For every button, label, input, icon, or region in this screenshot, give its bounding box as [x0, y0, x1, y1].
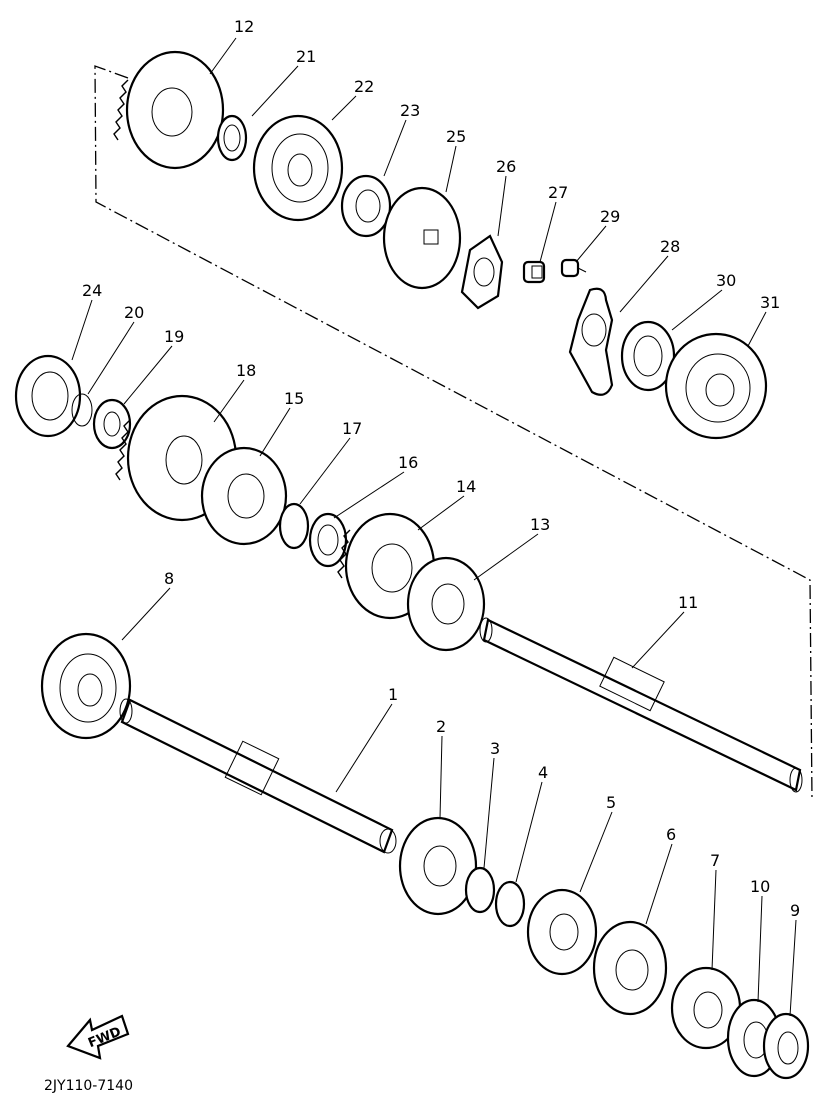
part-4-circlip — [494, 880, 526, 928]
part-label: 30 — [716, 271, 736, 290]
part-label: 12 — [234, 17, 254, 36]
part-label: 28 — [660, 237, 680, 256]
part-26-lock-washer — [460, 234, 504, 310]
part-27-bolt — [522, 260, 546, 284]
part-label: 20 — [124, 303, 144, 322]
part-24-bearing — [14, 354, 82, 438]
part-label: 19 — [164, 327, 184, 346]
fwd-arrow-icon: FWD — [66, 1014, 130, 1060]
part-label: 17 — [342, 419, 362, 438]
drawing-code: 2JY110-7140 — [44, 1078, 133, 1094]
part-label: 14 — [456, 477, 476, 496]
part-label: 29 — [600, 207, 620, 226]
part-8-bearing — [40, 632, 132, 740]
part-label: 31 — [760, 293, 780, 312]
part-25-sprocket — [382, 186, 462, 290]
part-11-drive-axle — [479, 617, 803, 793]
part-13-gear — [406, 556, 486, 652]
part-21-washer — [216, 114, 248, 162]
part-15-gear — [200, 446, 288, 546]
part-label: 9 — [790, 901, 800, 920]
part-label: 22 — [354, 77, 374, 96]
part-31-bearing — [664, 332, 768, 440]
part-20-circlip — [71, 393, 93, 427]
part-label: 27 — [548, 183, 568, 202]
part-19-washer — [92, 398, 132, 450]
part-label: 23 — [400, 101, 420, 120]
part-label: 18 — [236, 361, 256, 380]
part-1-main-axle — [119, 698, 397, 854]
part-label: 24 — [82, 281, 102, 300]
part-17-circlip — [278, 502, 310, 550]
part-label: 16 — [398, 453, 418, 472]
part-5-gear — [526, 888, 598, 976]
part-label: 21 — [296, 47, 316, 66]
part-6-gear — [592, 920, 668, 1016]
part-label: 25 — [446, 127, 466, 146]
part-2-gear — [398, 816, 478, 916]
part-23-seal — [340, 174, 392, 238]
part-label: 4 — [538, 763, 548, 782]
part-label: 5 — [606, 793, 616, 812]
part-22-bearing — [252, 114, 344, 222]
part-label: 7 — [710, 851, 720, 870]
part-16-washer — [308, 512, 348, 568]
leader-lines — [71, 37, 797, 1017]
part-label: 13 — [530, 515, 550, 534]
part-label: 8 — [164, 569, 174, 588]
part-number-labels: 12 21 22 23 25 26 27 29 28 30 31 24 20 1… — [82, 17, 800, 920]
part-12-gear — [113, 50, 225, 170]
part-label: 2 — [436, 717, 446, 736]
part-label: 15 — [284, 389, 304, 408]
part-label: 6 — [666, 825, 676, 844]
part-label: 1 — [388, 685, 398, 704]
part-9-collar — [762, 1012, 810, 1080]
group-frame — [94, 65, 813, 801]
part-label: 11 — [678, 593, 698, 612]
part-label: 3 — [490, 739, 500, 758]
part-label: 10 — [750, 877, 770, 896]
part-28-plate — [568, 287, 614, 396]
part-29-bolt — [560, 258, 587, 278]
part-label: 26 — [496, 157, 516, 176]
part-3-washer — [464, 866, 496, 914]
